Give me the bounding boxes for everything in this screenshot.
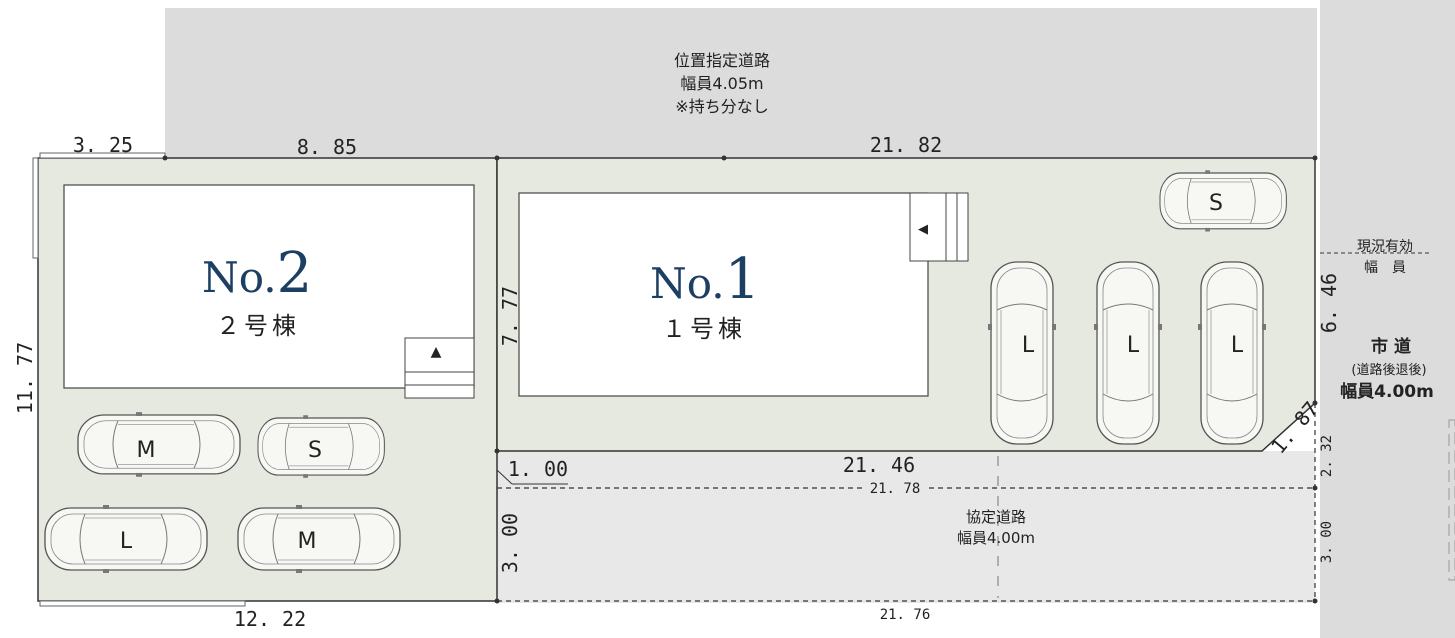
dim-divider: 7. 77 <box>498 286 522 346</box>
parking-lot1-car3: L <box>1127 333 1140 358</box>
parking-lot2-car1: M <box>137 438 156 463</box>
designated-road-label-2: 幅員4.05m <box>680 74 763 93</box>
dim-left-side: 11. 77 <box>13 342 37 414</box>
effective-width-label-1: 現況有効 <box>1357 239 1413 255</box>
city-road-label-3: 幅員4.00m <box>1340 381 1434 402</box>
parking-lot1-car4: L <box>1231 333 1244 358</box>
dim-top-mid: 8. 85 <box>297 135 357 159</box>
agreement-road-area <box>497 451 1315 603</box>
boundary-points <box>162 155 1318 604</box>
building-no2-number: 2 <box>277 241 313 306</box>
city-road-label-2: (道路後退後) <box>1351 362 1426 378</box>
designated-road-label-1: 位置指定道路 <box>674 51 770 70</box>
building-no1-number: 1 <box>725 247 761 312</box>
dim-road-width: 3. 00 <box>498 513 522 573</box>
building-no2-no: No. <box>202 253 277 302</box>
designated-road-label-3: ※持ち分なし <box>675 97 768 116</box>
building-no1-no: No. <box>650 259 725 308</box>
entrance-no2-marker: ▲ <box>431 344 442 360</box>
city-road-area <box>1320 0 1455 638</box>
building-no2-title: No.2 <box>202 241 312 306</box>
city-road-ticks <box>1448 419 1455 581</box>
dim-right-road-top: 2. 32 <box>1319 435 1335 477</box>
dim-right-road-width: 3. 00 <box>1319 521 1335 563</box>
car-outline <box>1159 169 1287 233</box>
agreement-road-label-1: 協定道路 <box>966 508 1026 526</box>
building-no1-name: １号棟 <box>662 315 746 343</box>
parking-lot2-car3: L <box>120 529 133 554</box>
parking-lot1-car2: L <box>1022 333 1035 358</box>
fence-strips <box>32 152 246 607</box>
leader-lines <box>496 252 1430 485</box>
entrance-no1 <box>909 192 969 262</box>
parking-lot2-car2: S <box>308 438 322 463</box>
dim-lot1-bottom: 21. 46 <box>843 453 915 477</box>
dim-top-right: 21. 82 <box>870 133 942 157</box>
building-no1-title: No.1 <box>650 247 760 312</box>
designated-road-area <box>165 8 1317 158</box>
parking-lot1-car1: S <box>1209 191 1223 216</box>
parking-lot2-car4: M <box>298 529 317 554</box>
city-road-label-1: 市 道 <box>1371 336 1411 357</box>
building-no1 <box>518 192 929 397</box>
agreement-road-label-2: 幅員4.00m <box>957 529 1035 547</box>
dim-road-bottom: 21. 76 <box>880 607 931 623</box>
entrance-no2 <box>404 337 475 399</box>
car-outline <box>77 411 241 478</box>
entrance-no1-marker: ◀ <box>918 222 928 237</box>
dim-top-left: 3. 25 <box>73 133 133 157</box>
dim-bottom-left: 12. 22 <box>234 607 306 631</box>
building-no2-name: ２号棟 <box>216 312 300 340</box>
dim-small-step: 1. 00 <box>508 457 568 481</box>
effective-width-label-2: 幅 員 <box>1364 260 1406 276</box>
car-outline <box>237 504 401 574</box>
dim-right-side: 6. 46 <box>1317 273 1341 333</box>
dim-road-top: 21. 78 <box>870 481 921 497</box>
